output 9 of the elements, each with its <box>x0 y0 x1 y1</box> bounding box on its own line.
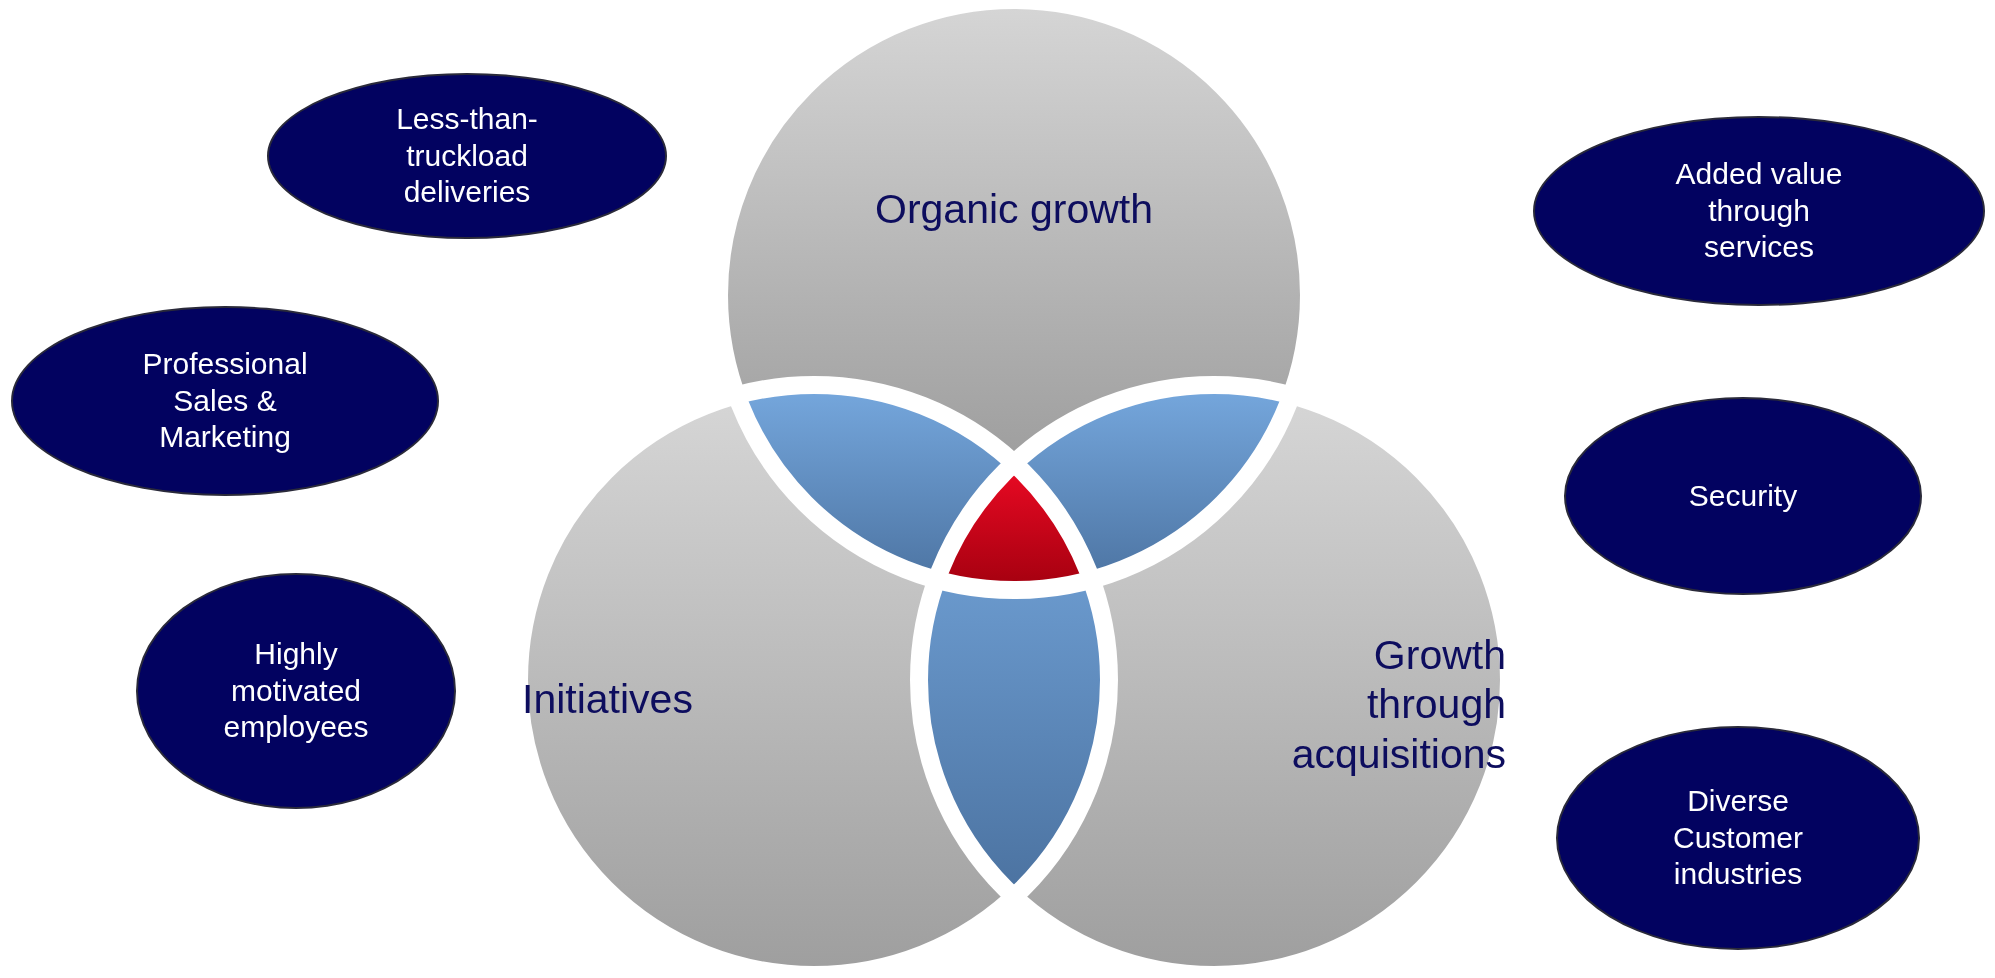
ellipse-label: Added value through services <box>1674 156 1844 266</box>
ellipse-label: Diverse Customer industries <box>1671 783 1804 893</box>
ellipse-label: Security <box>1688 477 1798 514</box>
circle-label: Initiatives <box>522 675 693 725</box>
ellipse-label: Less-than-truckload deliveries <box>395 101 539 211</box>
circle-label: Growth through acquisitions <box>1290 631 1506 779</box>
ellipse-label: Professional Sales & Marketing <box>141 346 309 456</box>
ellipse-label: Highly motivated employees <box>222 636 370 746</box>
circle-label: Organic growth <box>875 185 1153 235</box>
